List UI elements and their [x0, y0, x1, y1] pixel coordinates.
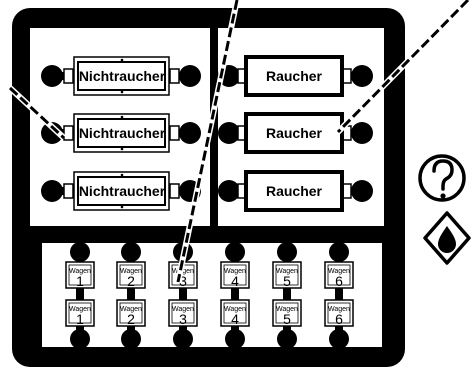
leader-lines-dashed: [8, 0, 470, 283]
wagen-number: 3: [179, 273, 187, 289]
nichtraucher-sign-3: Nichtraucher: [41, 171, 201, 211]
raucher-sign-1: Raucher: [218, 55, 373, 97]
wagen-number: 2: [127, 273, 135, 289]
wagen-label: Wagen: [328, 268, 350, 275]
wagen-number: 6: [335, 311, 343, 327]
wagen-number: 4: [231, 311, 239, 327]
wagen-number: 1: [76, 311, 84, 327]
nichtraucher-label: Nichtraucher: [79, 68, 166, 84]
wagen-label: Wagen: [224, 268, 246, 275]
nichtraucher-sign-1: Nichtraucher: [41, 56, 201, 96]
wagen-number: 3: [179, 311, 187, 327]
wagen-number: 1: [76, 273, 84, 289]
nichtraucher-label: Nichtraucher: [79, 183, 166, 199]
wagen-label: Wagen: [120, 268, 142, 275]
wagen-number: 2: [127, 311, 135, 327]
wagen-number: 4: [231, 273, 239, 289]
nichtraucher-label: Nichtraucher: [79, 125, 166, 141]
nichtraucher-sign-2: Nichtraucher: [41, 113, 201, 153]
question-circle-icon[interactable]: [418, 154, 466, 202]
raucher-label: Raucher: [266, 68, 323, 84]
wagen-label: Wagen: [276, 306, 298, 313]
droplet-warning-icon: [423, 211, 471, 265]
wagen-label: Wagen: [172, 306, 194, 313]
wagen-label: Wagen: [69, 268, 91, 275]
wagen-label: Wagen: [69, 306, 91, 313]
raucher-sign-3: Raucher: [218, 170, 373, 212]
wagen-label: Wagen: [276, 268, 298, 275]
raucher-label: Raucher: [266, 183, 323, 199]
wagen-label: Wagen: [120, 306, 142, 313]
wagen-number: 5: [283, 273, 291, 289]
raucher-sign-2: Raucher: [218, 112, 373, 154]
raucher-label: Raucher: [266, 125, 323, 141]
wagen-number: 5: [283, 311, 291, 327]
wagen-label: Wagen: [224, 306, 246, 313]
sprue-window-bottom: [42, 243, 382, 347]
wagen-label: Wagen: [328, 306, 350, 313]
wagen-number: 6: [335, 273, 343, 289]
